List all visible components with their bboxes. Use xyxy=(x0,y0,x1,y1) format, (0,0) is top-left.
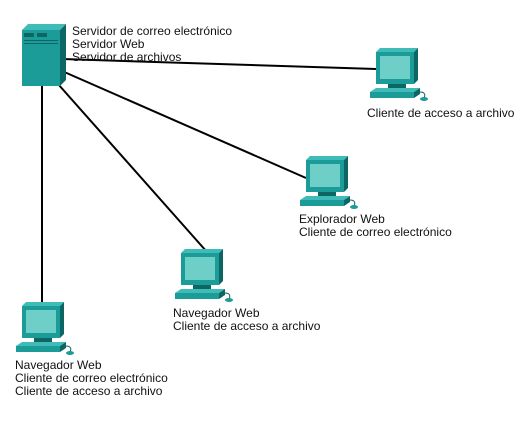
link-server-to-pc-middle xyxy=(57,83,208,253)
link-server-to-pc-top-right xyxy=(61,58,377,70)
desktop-pc-icon xyxy=(16,302,74,355)
pc-middle-label: Navegador Web Cliente de acceso a archiv… xyxy=(173,307,320,333)
server-role: Servidor de archivos xyxy=(72,50,182,64)
server-tower-icon xyxy=(22,24,66,86)
client-role: Navegador Web xyxy=(15,358,102,372)
desktop-pc-icon xyxy=(175,249,233,302)
pc-top-right-label: Cliente de acceso a archivo xyxy=(367,107,514,120)
server-role: Servidor de correo electrónico xyxy=(72,24,233,38)
desktop-pc-icon xyxy=(370,48,428,101)
client-role: Navegador Web xyxy=(173,306,260,320)
server-label: Servidor de correo electrónico Servidor … xyxy=(72,25,232,64)
pc-middle-right-label: Explorador Web Cliente de correo electró… xyxy=(299,213,452,239)
pc-bottom-left-label: Navegador Web Cliente de correo electrón… xyxy=(15,359,168,398)
server-role: Servidor Web xyxy=(72,37,145,51)
client-role: Explorador Web xyxy=(299,212,385,226)
desktop-pc-icon xyxy=(300,156,358,209)
client-role: Cliente de acceso a archivo xyxy=(173,319,321,333)
client-role: Cliente de correo electrónico xyxy=(299,225,452,239)
link-server-to-pc-middle-right xyxy=(61,70,307,179)
client-role: Cliente de acceso a archivo xyxy=(367,106,515,120)
client-role: Cliente de acceso a archivo xyxy=(15,384,163,398)
client-role: Cliente de correo electrónico xyxy=(15,371,168,385)
